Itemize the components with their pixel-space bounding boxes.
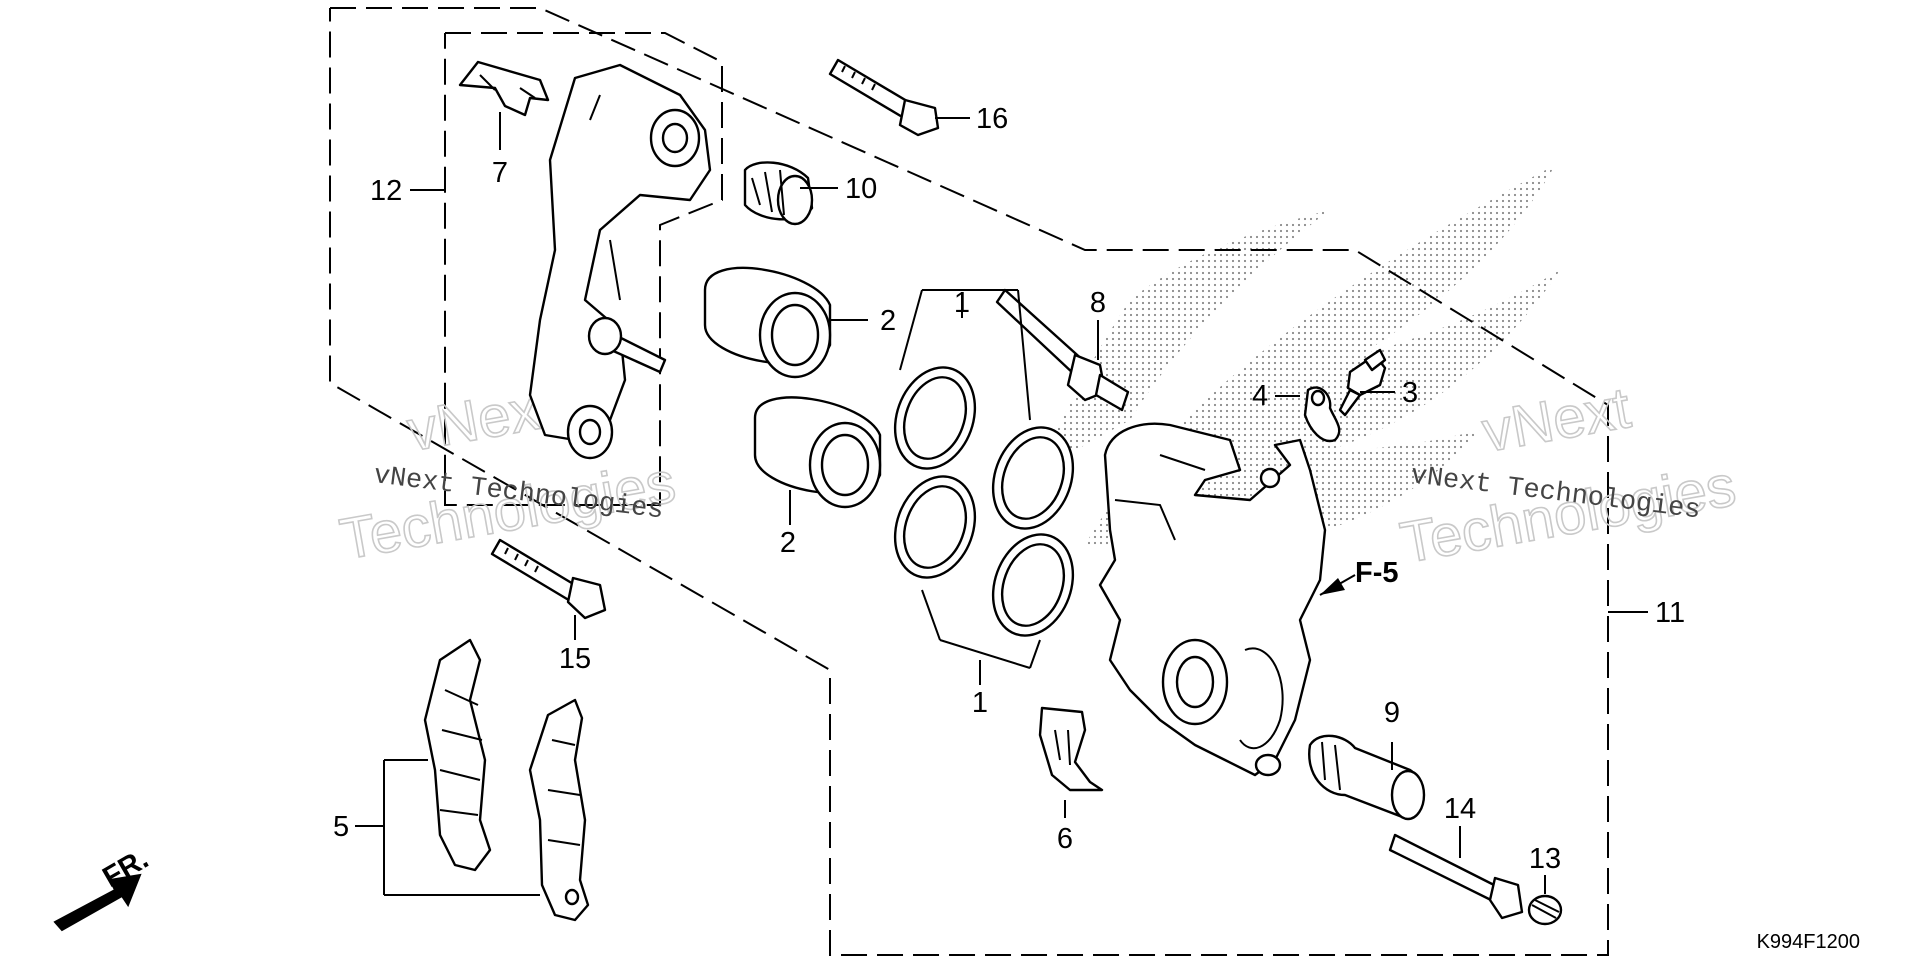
plug-part-13 bbox=[1527, 894, 1563, 926]
callout-12: 12 bbox=[370, 175, 402, 207]
callout-10: 10 bbox=[845, 173, 877, 205]
pin-part-14 bbox=[1388, 833, 1524, 920]
front-direction-arrow: FR. bbox=[53, 843, 154, 932]
brake-pads-part-5 bbox=[423, 638, 590, 922]
bolt-part-16 bbox=[828, 58, 940, 137]
callout-11: 11 bbox=[1655, 597, 1685, 629]
watermark-brand-right: vNext bbox=[1478, 375, 1635, 465]
callout-9: 9 bbox=[1384, 697, 1400, 729]
assembly-boundary-11 bbox=[329, 7, 1609, 956]
reference-label-f5: F-5 bbox=[1355, 557, 1399, 589]
caliper-bracket-part-12 bbox=[528, 63, 712, 460]
assembly-boundary-12 bbox=[444, 32, 723, 506]
callout-labels: 1 1 2 2 3 4 5 6 7 8 9 10 11 12 13 14 15 … bbox=[333, 103, 1685, 875]
callout-14: 14 bbox=[1444, 793, 1476, 825]
callout-8: 8 bbox=[1090, 287, 1106, 319]
piston-part-2-upper bbox=[703, 266, 832, 379]
drawing-code: K994F1200 bbox=[1757, 931, 1860, 953]
boot-part-9 bbox=[1308, 734, 1426, 821]
callout-6: 6 bbox=[1057, 823, 1073, 855]
piston-seal-rings-part-1 bbox=[893, 366, 1075, 637]
callout-16: 16 bbox=[976, 103, 1008, 135]
piston-part-2-lower bbox=[753, 396, 882, 509]
reference-f5: F-5 bbox=[1320, 557, 1399, 595]
callout-1-top: 1 bbox=[954, 287, 970, 319]
bleeder-screw-part-3 bbox=[1338, 348, 1387, 417]
leader-lines bbox=[355, 112, 1648, 896]
callout-7: 7 bbox=[492, 157, 508, 189]
callout-2-bottom: 2 bbox=[780, 527, 796, 559]
callout-1-bottom: 1 bbox=[972, 687, 988, 719]
boot-part-10 bbox=[743, 161, 814, 226]
callout-2-top: 2 bbox=[880, 305, 896, 337]
bolt-part-15 bbox=[490, 538, 607, 620]
pad-retainer-part-6 bbox=[1038, 706, 1104, 792]
front-label: FR. bbox=[98, 843, 154, 894]
callout-13: 13 bbox=[1529, 843, 1561, 875]
callout-4: 4 bbox=[1252, 380, 1268, 412]
caliper-body-part-11 bbox=[1098, 422, 1327, 777]
pad-spring-clip-part-7 bbox=[458, 60, 550, 117]
callout-3: 3 bbox=[1402, 377, 1418, 409]
callout-15: 15 bbox=[559, 643, 591, 675]
callout-5: 5 bbox=[333, 811, 349, 843]
bleeder-cap-part-4 bbox=[1303, 386, 1341, 443]
